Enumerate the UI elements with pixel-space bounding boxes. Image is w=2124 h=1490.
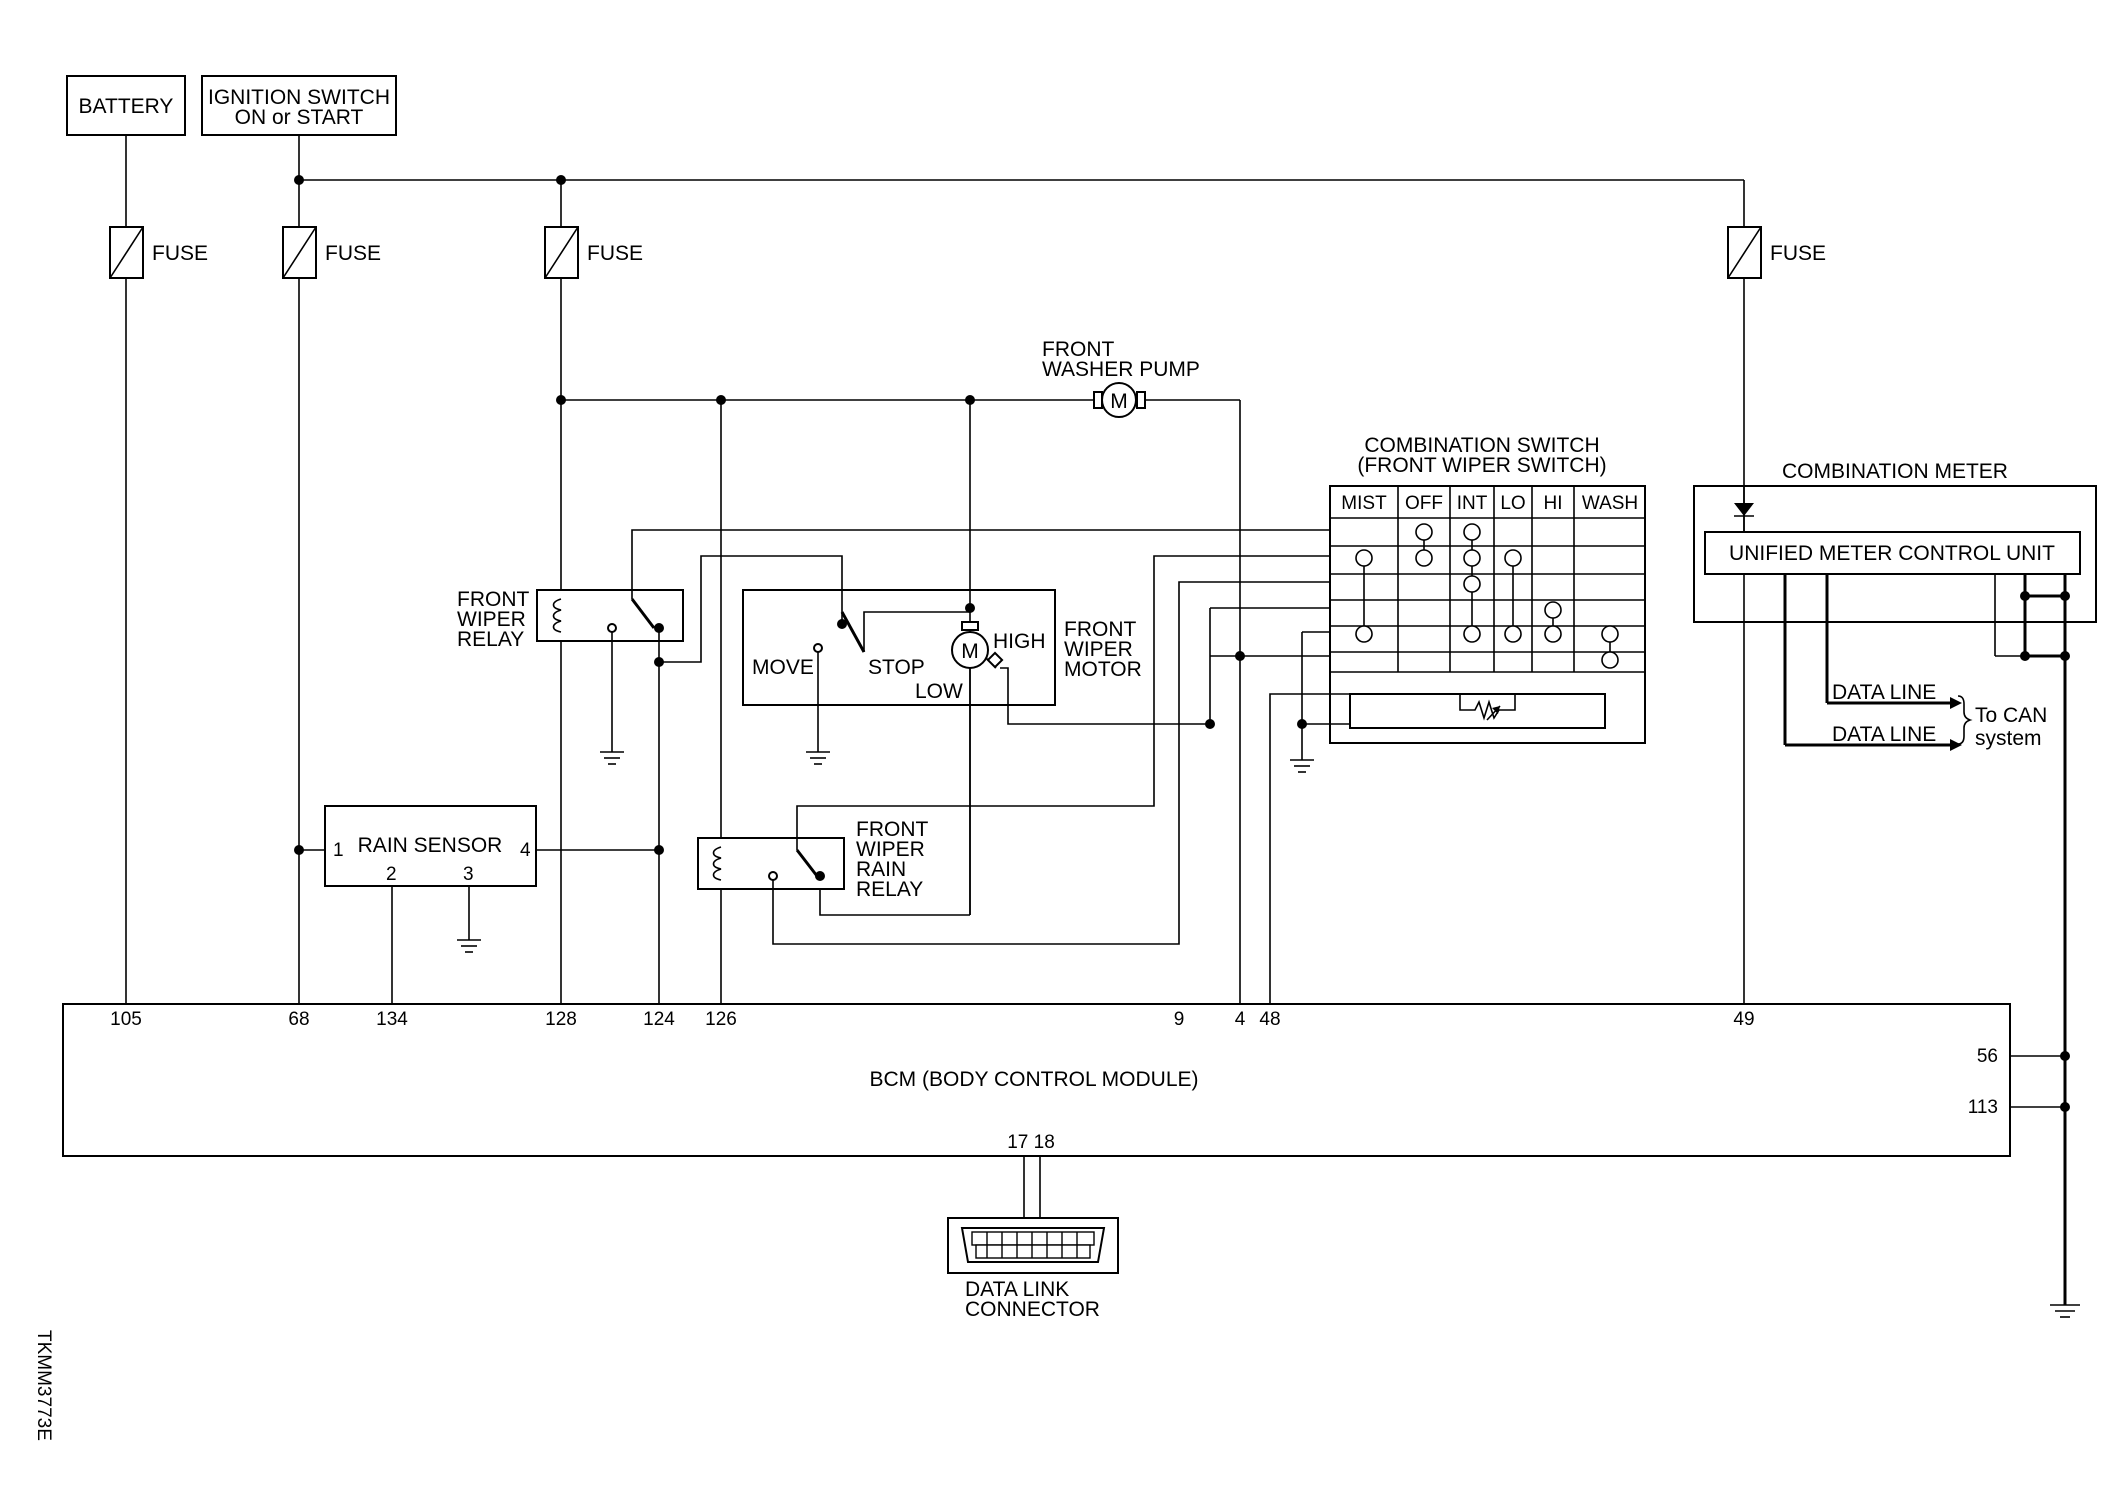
- ignition-label-2: ON or START: [235, 106, 364, 129]
- bcm-pin-49: 49: [1733, 1009, 1754, 1030]
- dlc-label-2: CONNECTOR: [965, 1298, 1100, 1321]
- washer-pump-label-2: WASHER PUMP: [1042, 358, 1200, 381]
- bcm-pin-113: 113: [1968, 1097, 1998, 1118]
- battery-label: BATTERY: [79, 95, 174, 118]
- data-line-1: DATA LINE: [1832, 681, 1936, 704]
- front-wiper-relay: FRONT WIPER RELAY: [457, 588, 684, 651]
- switch-col-lo: LO: [1500, 493, 1525, 514]
- washer-pump: M FRONT WASHER PUMP: [1042, 338, 1200, 418]
- rain-relay-label-2: WIPER: [856, 838, 925, 861]
- wiper-relay-label-3: RELAY: [457, 628, 524, 651]
- fuse-meter: FUSE: [1727, 226, 1826, 279]
- bcm-pin-105: 105: [110, 1009, 142, 1030]
- bcm-pin-68: 68: [288, 1009, 309, 1030]
- wiper-motor-low: LOW: [915, 680, 963, 703]
- comb-meter-title: COMBINATION METER: [1782, 460, 2008, 483]
- fuse-label: FUSE: [587, 242, 643, 265]
- bcm-module: BCM (BODY CONTROL MODULE) 105 68 134 128…: [62, 1003, 2011, 1157]
- bcm-pin-134: 134: [376, 1009, 408, 1030]
- ground-rain-sensor: [457, 939, 481, 953]
- switch-col-off: OFF: [1405, 493, 1443, 514]
- fuse-label: FUSE: [1770, 242, 1826, 265]
- switch-col-hi: HI: [1544, 493, 1563, 514]
- bcm-pin-128: 128: [545, 1009, 577, 1030]
- can-label-1: To CAN: [1975, 704, 2047, 727]
- comb-switch-label-1: COMBINATION SWITCH: [1364, 434, 1599, 457]
- bcm-pin-4: 4: [1235, 1009, 1246, 1030]
- comb-switch-label-2: (FRONT WIPER SWITCH): [1357, 454, 1606, 477]
- wiper-motor-label-1: FRONT: [1064, 618, 1136, 641]
- rain-sensor-label: RAIN SENSOR: [358, 834, 503, 857]
- fuse-wiper: FUSE: [544, 226, 643, 279]
- bcm-pin-56: 56: [1977, 1046, 1998, 1067]
- washer-pump-label-1: FRONT: [1042, 338, 1114, 361]
- rain-relay-label-1: FRONT: [856, 818, 928, 841]
- ignition-switch-box: IGNITION SWITCH ON or START: [201, 75, 397, 136]
- front-wiper-rain-relay: FRONT WIPER RAIN RELAY: [697, 818, 928, 901]
- front-wiper-motor: MOVE STOP HIGH LOW FRONT WIPER MOTOR M: [742, 589, 1142, 706]
- fuse-ignition: FUSE: [282, 226, 381, 279]
- battery-box: BATTERY: [66, 75, 186, 136]
- wiper-motor-symbol: M: [961, 640, 979, 663]
- meter-control-unit-label: UNIFIED METER CONTROL UNIT: [1729, 542, 2055, 565]
- dlc-label-1: DATA LINK: [965, 1278, 1069, 1301]
- ignition-label-1: IGNITION SWITCH: [208, 86, 390, 109]
- ground-relay: [600, 751, 624, 765]
- diagram-id: TKMM3773E: [33, 1330, 54, 1441]
- data-line-2: DATA LINE: [1832, 723, 1936, 746]
- wiper-relay-label-1: FRONT: [457, 588, 529, 611]
- rain-sensor-pin-4: 4: [520, 840, 531, 861]
- wiper-motor-label-2: WIPER: [1064, 638, 1133, 661]
- bcm-pin-48: 48: [1259, 1009, 1280, 1030]
- combination-meter: COMBINATION METER UNIFIED METER CONTROL …: [1693, 460, 2097, 623]
- rain-sensor-pin-3: 3: [463, 864, 474, 885]
- bcm-pin-124: 124: [643, 1009, 675, 1030]
- rain-relay-label-3: RAIN: [856, 858, 906, 881]
- ground-switch: [1290, 759, 1314, 773]
- ground-meter: [2050, 1304, 2080, 1318]
- data-link-connector: DATA LINK CONNECTOR: [947, 1217, 1119, 1321]
- switch-col-mist: MIST: [1341, 493, 1387, 514]
- switch-col-wash: WASH: [1582, 493, 1638, 514]
- wiper-motor-high: HIGH: [993, 630, 1046, 653]
- switch-col-int: INT: [1457, 493, 1488, 514]
- rain-relay-label-4: RELAY: [856, 878, 923, 901]
- bcm-pin-17-18: 17 18: [1007, 1132, 1055, 1153]
- wiper-relay-label-2: WIPER: [457, 608, 526, 631]
- combination-switch: COMBINATION SWITCH (FRONT WIPER SWITCH) …: [1329, 434, 1646, 744]
- fuse-label: FUSE: [152, 242, 208, 265]
- wiper-motor-label-3: MOTOR: [1064, 658, 1142, 681]
- rain-sensor-pin-2: 2: [386, 864, 397, 885]
- bcm-pin-9: 9: [1174, 1009, 1185, 1030]
- rain-sensor: RAIN SENSOR 1 2 3 4: [324, 805, 537, 887]
- fuse-label: FUSE: [325, 242, 381, 265]
- wiper-motor-stop: STOP: [868, 656, 925, 679]
- can-label-2: system: [1975, 727, 2042, 750]
- ground-motor: [806, 751, 830, 765]
- wiper-motor-move: MOVE: [752, 656, 814, 679]
- bcm-pin-126: 126: [705, 1009, 737, 1030]
- bcm-label: BCM (BODY CONTROL MODULE): [869, 1068, 1198, 1091]
- washer-pump-motor-symbol: M: [1110, 390, 1128, 413]
- rain-sensor-pin-1: 1: [333, 840, 344, 861]
- fuse-battery: FUSE: [109, 226, 208, 279]
